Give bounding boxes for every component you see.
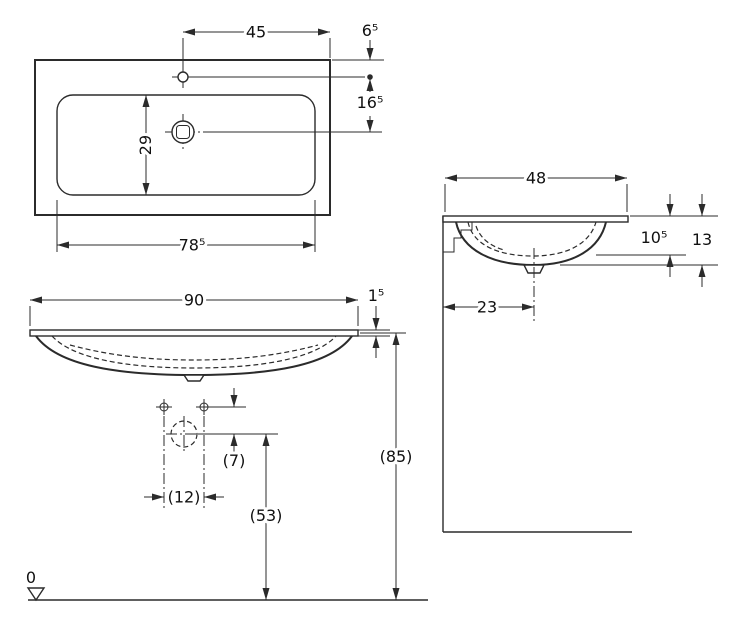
dim-78-5-label: 78⁵ — [179, 236, 206, 255]
dim-13-label: 13 — [692, 230, 712, 249]
dim-1-5-label: 1⁵ — [368, 286, 385, 305]
dim-53-label: (53) — [250, 506, 283, 525]
basin-inner-bowl — [56, 94, 316, 196]
dim-48-label: 48 — [526, 169, 546, 188]
dim-23: 23 — [443, 295, 534, 320]
dim-1-5: 1⁵ — [358, 283, 390, 358]
datum-triangle-icon — [26, 587, 46, 602]
dim-78-5: 78⁵ — [56, 200, 316, 258]
dim-13: 13 — [689, 194, 715, 287]
dim-12-label: (12) — [168, 488, 201, 507]
dim-85-label: (85) — [380, 447, 413, 466]
dim-10-5-label: 10⁵ — [641, 228, 668, 247]
dim-16-5-label: 16⁵ — [357, 93, 384, 112]
dim-90-label: 90 — [184, 291, 204, 310]
datum-label: 0 — [26, 568, 36, 587]
deck-edge-front — [29, 329, 359, 337]
dim-45-label: 45 — [246, 23, 266, 42]
datum-zero: 0 — [23, 565, 46, 602]
fixing-hole-left-icon — [156, 399, 172, 415]
dim-85: (85) — [360, 332, 415, 600]
dim-45: 45 — [182, 20, 331, 66]
dim-7: (7) — [220, 388, 248, 473]
bowl-outline-front — [35, 335, 353, 377]
overflow-hidden-edge-side — [475, 225, 505, 251]
tap-hole-reference-dot — [367, 74, 373, 80]
deck-edge-side — [442, 215, 629, 223]
dim-23-label: 23 — [477, 298, 497, 317]
dim-90: 90 — [29, 288, 359, 326]
dim-6-5: 6⁵ — [332, 18, 384, 92]
bowl-hidden-edge-side — [467, 221, 597, 257]
dim-10-5: 10⁵ — [638, 194, 674, 277]
dim-29-label: 29 — [136, 135, 155, 155]
front-view: 90 (7) — [23, 283, 428, 602]
dim-16-5: 16⁵ — [354, 90, 386, 132]
dim-6-5-label: 6⁵ — [362, 21, 379, 40]
side-view: 48 23 10⁵ 13 — [442, 166, 718, 533]
dim-53: (53) — [247, 434, 285, 600]
fixing-hole-right-icon — [196, 399, 212, 415]
overflow-hidden-edge-front — [69, 344, 319, 361]
dim-48: 48 — [444, 166, 628, 212]
drain-icon — [165, 114, 201, 150]
bowl-hidden-edge-front — [51, 335, 337, 369]
drain-outlet-front — [182, 374, 206, 382]
siphon-hole-icon — [166, 416, 202, 452]
plan-view: 45 6⁵ 16⁵ 29 78⁵ — [34, 18, 386, 258]
dim-12: (12) — [144, 485, 224, 510]
dim-7-label: (7) — [223, 451, 246, 470]
bowl-outline-side — [455, 221, 607, 267]
dim-29: 29 — [133, 95, 158, 195]
